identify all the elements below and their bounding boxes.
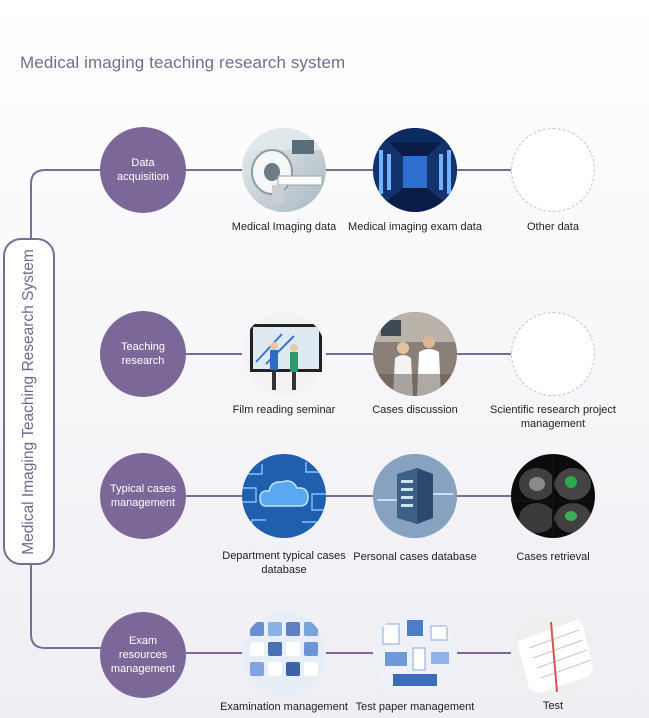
paper-sheet-photo-icon <box>511 612 595 696</box>
caption-medical-imaging-exam-data: Medical imaging exam data <box>348 221 482 233</box>
empty-placeholder-icon <box>511 128 595 212</box>
caption-scientific-research-project-management: Scientific research project management <box>490 404 616 430</box>
cloud-circuit-graphic-icon <box>242 454 326 538</box>
server-vault-graphic-icon <box>373 454 457 538</box>
system-vertical-label: Medical Imaging Teaching Research System <box>20 248 37 555</box>
caption-department-typical-cases-database: Department typical cases database <box>222 550 346 576</box>
page-title: Medical imaging teaching research system <box>20 53 346 72</box>
caption-cases-discussion: Cases discussion <box>372 404 458 416</box>
caption-personal-cases-database: Personal cases database <box>353 551 477 563</box>
category-typical-cases-management: Typical cases management <box>100 453 186 539</box>
category-exam-resources-management: Exam resources management <box>100 612 186 698</box>
server-room-photo-icon <box>373 128 457 212</box>
caption-examination-management: Examination management <box>220 701 348 713</box>
system-label-box: Medical Imaging Teaching Research System <box>3 238 55 565</box>
category-teaching-research: Teaching research <box>100 311 186 397</box>
caption-test: Test <box>542 700 564 712</box>
ct-scan-images-icon <box>511 454 595 538</box>
app-tiles-graphic-icon <box>242 612 326 696</box>
ct-scanner-photo-icon <box>242 128 326 212</box>
category-data-acquisition: Data acquisition <box>100 127 186 213</box>
caption-cases-retrieval: Cases retrieval <box>516 551 590 563</box>
doctors-discussion-photo-icon <box>373 312 457 396</box>
seminar-screen-photo-icon <box>242 312 326 396</box>
caption-film-reading-seminar: Film reading seminar <box>232 404 336 416</box>
empty-placeholder-icon <box>511 312 595 396</box>
office-tools-graphic-icon <box>373 612 457 696</box>
caption-medical-imaging-data: Medical Imaging data <box>231 221 337 233</box>
caption-test-paper-management: Test paper management <box>355 701 475 713</box>
caption-other-data: Other data <box>527 221 579 233</box>
